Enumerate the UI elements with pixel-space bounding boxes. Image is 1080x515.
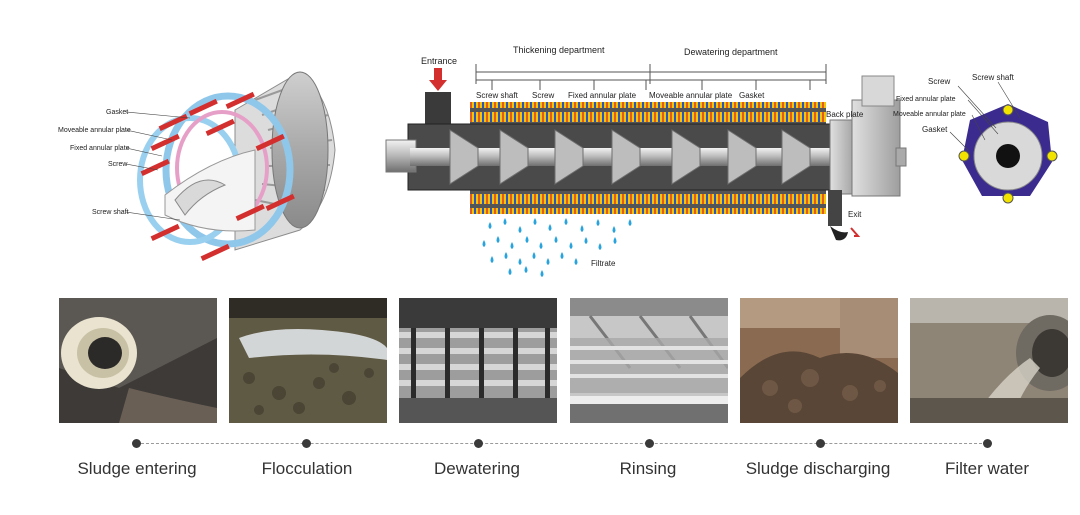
photo-sludge-discharging — [740, 298, 898, 423]
photo-sludge-entering — [59, 298, 217, 423]
label-fixed-plate-main: Fixed annular plate — [568, 91, 637, 100]
timeline-dot — [132, 439, 141, 448]
label-screw-shaft: Screw shaft — [92, 209, 129, 216]
label-screw-cross: Screw — [928, 77, 950, 86]
timeline-line — [136, 443, 987, 444]
filtrate-droplets — [482, 218, 632, 277]
timeline-dot — [645, 439, 654, 448]
timeline-dot — [983, 439, 992, 448]
step-label-dewatering: Dewatering — [434, 459, 520, 478]
label-exit: Exit — [848, 210, 862, 219]
label-dewatering-department: Dewatering department — [684, 47, 778, 57]
main-machine: Thickening department Dewatering departm… — [385, 45, 907, 277]
label-screw-shaft-main: Screw shaft — [476, 91, 519, 100]
label-gasket-main: Gasket — [739, 91, 765, 100]
label-screw-main: Screw — [532, 91, 554, 100]
label-entrance: Entrance — [421, 56, 457, 66]
dewatering-diagram: Gasket Moveable annular plate Fixed annu… — [58, 45, 1058, 277]
step-label-sludge-discharging: Sludge discharging — [745, 459, 891, 478]
label-screw-shaft-cross: Screw shaft — [972, 73, 1015, 82]
step-label-flocculation: Flocculation — [261, 459, 353, 478]
step-label-filter-water: Filter water — [944, 459, 1030, 478]
process-timeline: Sludge entering Flocculation Dewatering … — [0, 436, 1080, 496]
photo-rinsing — [570, 298, 728, 423]
label-back-plate: Back plate — [826, 110, 864, 119]
step-label-rinsing: Rinsing — [619, 459, 677, 478]
label-thickening-department: Thickening department — [513, 45, 605, 55]
label-moveable-plate-cross: Moveable annular plate — [893, 111, 966, 118]
step-label-sludge-entering: Sludge entering — [77, 459, 197, 478]
entrance-arrow — [429, 68, 447, 91]
timeline-dot — [474, 439, 483, 448]
label-fixed-plate-cross: Fixed annular plate — [896, 96, 956, 103]
label-fixed-plate: Fixed annular plate — [70, 145, 130, 152]
photo-flocculation — [229, 298, 387, 423]
cross-section: Screw Screw shaft Fixed annular plate Mo… — [893, 73, 1058, 204]
label-filtrate: Filtrate — [591, 259, 616, 268]
label-moveable-plate-main: Moveable annular plate — [649, 91, 733, 100]
label-gasket-cross: Gasket — [922, 125, 948, 134]
photo-dewatering — [399, 298, 557, 423]
timeline-dot — [302, 439, 311, 448]
exploded-view: Gasket Moveable annular plate Fixed annu… — [58, 71, 336, 262]
label-gasket: Gasket — [106, 109, 128, 116]
label-screw: Screw — [108, 161, 128, 168]
label-moveable-plate: Moveable annular plate — [58, 127, 131, 134]
timeline-dot — [816, 439, 825, 448]
exit-arrow — [850, 227, 861, 237]
photo-filter-water — [910, 298, 1068, 423]
